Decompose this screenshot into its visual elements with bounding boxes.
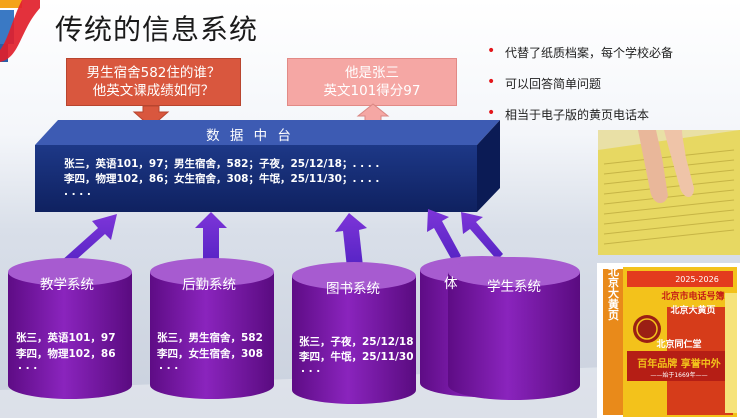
bullet-item: • 代替了纸质档案，每个学校必备 <box>487 43 674 60</box>
question-down-arrow <box>132 105 170 128</box>
library-record-line: 张三，子夜，25/12/18 <box>299 336 414 348</box>
bullet-dot-icon: • <box>487 74 496 90</box>
book-title-line1: 北京市电话号簿 <box>661 290 724 302</box>
hub-record-line: . . . . <box>64 186 91 198</box>
question-line-1: 男生宿舍582住的谁？ <box>86 65 221 81</box>
teaching-system-label: 教学系统 <box>40 277 94 293</box>
answer-line-1: 他是张三 <box>345 65 399 81</box>
book-slogan: 百年品牌 享誉中外 <box>637 357 720 370</box>
teaching-system-cylinder <box>8 258 132 399</box>
sports-to-hub-arrow <box>427 209 461 262</box>
answer-callout: 他是张三 英文101得分97 <box>287 58 457 106</box>
book-years: 2025-2026 <box>675 275 719 284</box>
book-sub-slogan: ——始于1669年—— <box>650 371 707 379</box>
logistics-system-cylinder <box>150 258 274 399</box>
bullet-item: • 可以回答简单问题 <box>487 74 602 91</box>
hub-record-line: 张三，英语101，97；男生宿舍，582；子夜，25/12/18；. . . . <box>64 158 380 170</box>
question-line-2: 他英文课成绩如何？ <box>92 83 215 99</box>
logistics-system-label: 后勤系统 <box>182 277 236 293</box>
student-system-cylinder <box>448 257 580 400</box>
library-to-hub-arrow <box>335 213 367 268</box>
teaching-record-line: 李四，物理102，86 <box>16 348 116 360</box>
library-system-cylinder <box>292 262 416 404</box>
data-hub-box <box>35 120 500 212</box>
page-title: 传统的信息系统 <box>55 13 259 46</box>
sports-system-label: 体 <box>444 276 458 292</box>
student-system-label: 学生系统 <box>487 279 541 295</box>
bullet-dot-icon: • <box>487 105 496 121</box>
book-vertical-title: 北京大黄页 <box>607 264 620 321</box>
logistics-record-line: . . . <box>159 360 179 372</box>
library-system-label: 图书系统 <box>326 281 380 297</box>
teaching-to-hub-arrow <box>60 214 117 268</box>
logistics-to-hub-arrow <box>195 212 227 265</box>
logistics-record-line: 张三，男生宿舍，582 <box>157 332 263 344</box>
teaching-record-line: 张三，英语101，97 <box>16 332 116 344</box>
hub-record-line: 李四，物理102，86；女生宿舍，308；牛氓，25/11/30；. . . . <box>64 173 380 185</box>
book-logo-text: 北京同仁堂 <box>656 338 701 350</box>
answer-line-2: 英文101得分97 <box>323 83 421 99</box>
question-callout: 男生宿舍582住的谁？ 他英文课成绩如何？ <box>66 58 241 106</box>
library-record-line: . . . <box>301 363 321 375</box>
teaching-record-line: . . . <box>18 360 38 372</box>
book-title-line2: 北京大黄页 <box>670 304 715 316</box>
yellow-pages-finger-photo <box>598 130 740 255</box>
data-hub-title: 数 据 中 台 <box>206 128 294 144</box>
yellow-pages-book-photo: 2025-2026 北京市电话号簿 北京大黄页 北京大黄页 北京同仁堂 百年品牌… <box>597 263 740 418</box>
logistics-record-line: 李四，女生宿舍，308 <box>157 348 263 360</box>
bullet-dot-icon: • <box>487 43 496 59</box>
library-record-line: 李四，牛氓，25/11/30 <box>299 351 414 363</box>
bullet-item: • 相当于电子版的黄页电话本 <box>487 105 650 122</box>
feature-bullet-list: • 代替了纸质档案，每个学校必备 • 可以回答简单问题 • 相当于电子版的黄页电… <box>487 44 737 137</box>
student-to-hub-arrow <box>461 212 503 260</box>
